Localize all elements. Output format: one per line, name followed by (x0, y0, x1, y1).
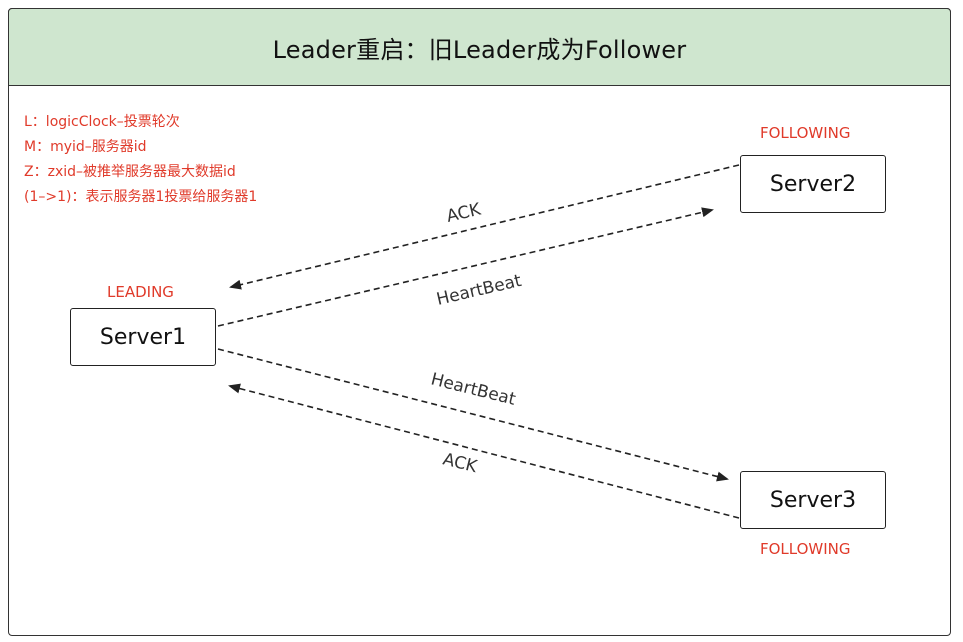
server1-state: LEADING (107, 283, 174, 301)
legend-item-myid: M：myid–服务器id (24, 139, 147, 155)
server1-label: Server1 (99, 324, 187, 350)
legend-item-logicclock: L：logicClock–投票轮次 (24, 114, 180, 130)
legend-item-zxid: Z：zxid–被推举服务器最大数据id (24, 164, 236, 180)
server3-label: Server3 (769, 487, 857, 513)
title-bar: Leader重启：旧Leader成为Follower (8, 8, 951, 86)
server2-label: Server2 (769, 171, 857, 197)
ack-label-top: ACK (445, 199, 484, 226)
ack-label-bottom: ACK (441, 449, 480, 477)
server3-node: Server3 (740, 471, 886, 529)
diagram-title: Leader重启：旧Leader成为Follower (272, 35, 687, 64)
server2-node: Server2 (740, 155, 886, 213)
heartbeat-arrow-bottom (217, 348, 729, 482)
heartbeat-label-top: HeartBeat (435, 271, 524, 310)
legend-item-vote-notation: (1–>1)：表示服务器1投票给服务器1 (24, 189, 258, 205)
ack-arrow-bottom (228, 383, 740, 519)
heartbeat-label-bottom: HeartBeat (429, 369, 518, 409)
server3-state: FOLLOWING (760, 540, 851, 558)
ack-arrow-top (229, 164, 740, 290)
heartbeat-arrow-top (217, 207, 714, 327)
server1-node: Server1 (70, 308, 216, 366)
server2-state: FOLLOWING (760, 124, 851, 142)
legend: L：logicClock–投票轮次 M：myid–服务器id Z：zxid–被推… (24, 110, 257, 210)
